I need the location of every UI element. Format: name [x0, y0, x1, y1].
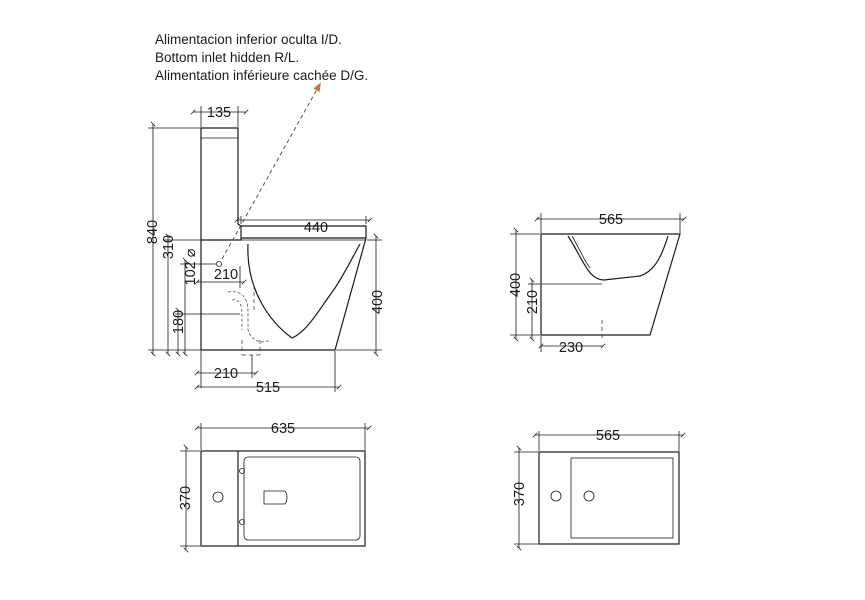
- bidet-top-tap-hole: [550, 490, 562, 502]
- svg-text:400: 400: [370, 290, 386, 314]
- svg-text:515: 515: [256, 380, 280, 396]
- wc-trap-hidden: [227, 291, 271, 343]
- wc-body-outline: [200, 237, 367, 351]
- wc-tank-outline: [200, 127, 242, 241]
- dim-bidet-top-length: 565: [532, 428, 686, 451]
- dim-tank-width: 135: [190, 105, 249, 127]
- svg-text:440: 440: [304, 220, 328, 236]
- dim-wc-top-width: 370: [178, 444, 200, 553]
- dim-bidet-top-width: 370: [512, 445, 538, 551]
- svg-text:210: 210: [214, 267, 238, 283]
- dim-bidet-height: 400: [508, 227, 540, 342]
- svg-text:210: 210: [214, 366, 238, 382]
- svg-text:370: 370: [178, 486, 194, 510]
- dim-bidet-length: 565: [534, 212, 687, 233]
- wc-top-drain: [263, 490, 288, 505]
- wc-inlet-circle: [216, 261, 222, 267]
- inlet-note-spanish: Alimentacion inferior oculta I/D.: [155, 32, 342, 47]
- svg-text:180: 180: [171, 310, 187, 334]
- dim-total-depth: 515: [194, 351, 342, 396]
- bidet-top-view: [538, 451, 680, 545]
- svg-text:635: 635: [271, 421, 295, 437]
- wc-top-view: [200, 450, 366, 547]
- wc-side-view: [200, 82, 367, 356]
- bidet-top-drain: [583, 490, 595, 502]
- wc-outlet-pipe: [241, 340, 261, 356]
- svg-text:565: 565: [599, 212, 623, 228]
- svg-text:400: 400: [508, 273, 524, 297]
- bidet-body-outline: [540, 233, 681, 336]
- inlet-note-french: Alimentation inférieure cachée D/G.: [155, 68, 369, 83]
- wc-top-outline: [200, 450, 366, 547]
- dim-total-height: 840: [145, 121, 201, 357]
- bidet-top-outline: [538, 451, 680, 545]
- wc-bowl-curve: [247, 243, 361, 339]
- bidet-top-basin: [570, 457, 674, 539]
- wc-top-flush-hole: [212, 491, 224, 503]
- svg-text:135: 135: [207, 105, 231, 121]
- svg-text:565: 565: [596, 428, 620, 444]
- dim-inlet-diameter: 102 ⌀: [180, 248, 216, 357]
- dim-inlet-offset: 210: [194, 266, 247, 288]
- dim-bowl-top: 440: [234, 216, 373, 236]
- dim-inlet-height: 310: [161, 233, 201, 357]
- wc-seat-lid: [241, 225, 367, 239]
- svg-text:230: 230: [559, 340, 583, 356]
- inlet-note-english: Bottom inlet hidden R/L.: [155, 50, 300, 65]
- bidet-side-view: [540, 233, 681, 340]
- bidet-basin-curve: [567, 235, 669, 281]
- svg-text:840: 840: [145, 220, 161, 244]
- svg-text:370: 370: [512, 482, 528, 506]
- dim-outlet-height: 180: [171, 307, 240, 357]
- dim-bowl-height: 400: [336, 233, 386, 357]
- dim-outlet-distance: 210: [194, 351, 259, 388]
- inlet-arrow: [221, 82, 321, 260]
- dim-bidet-inlet-height: 210: [525, 277, 541, 342]
- svg-text:310: 310: [161, 235, 177, 259]
- svg-text:102 ⌀: 102 ⌀: [183, 248, 199, 285]
- wc-top-seat: [243, 456, 361, 541]
- svg-text:210: 210: [525, 290, 541, 314]
- dim-bidet-outlet-distance: 230: [538, 336, 606, 356]
- dim-wc-top-length: 635: [194, 421, 372, 450]
